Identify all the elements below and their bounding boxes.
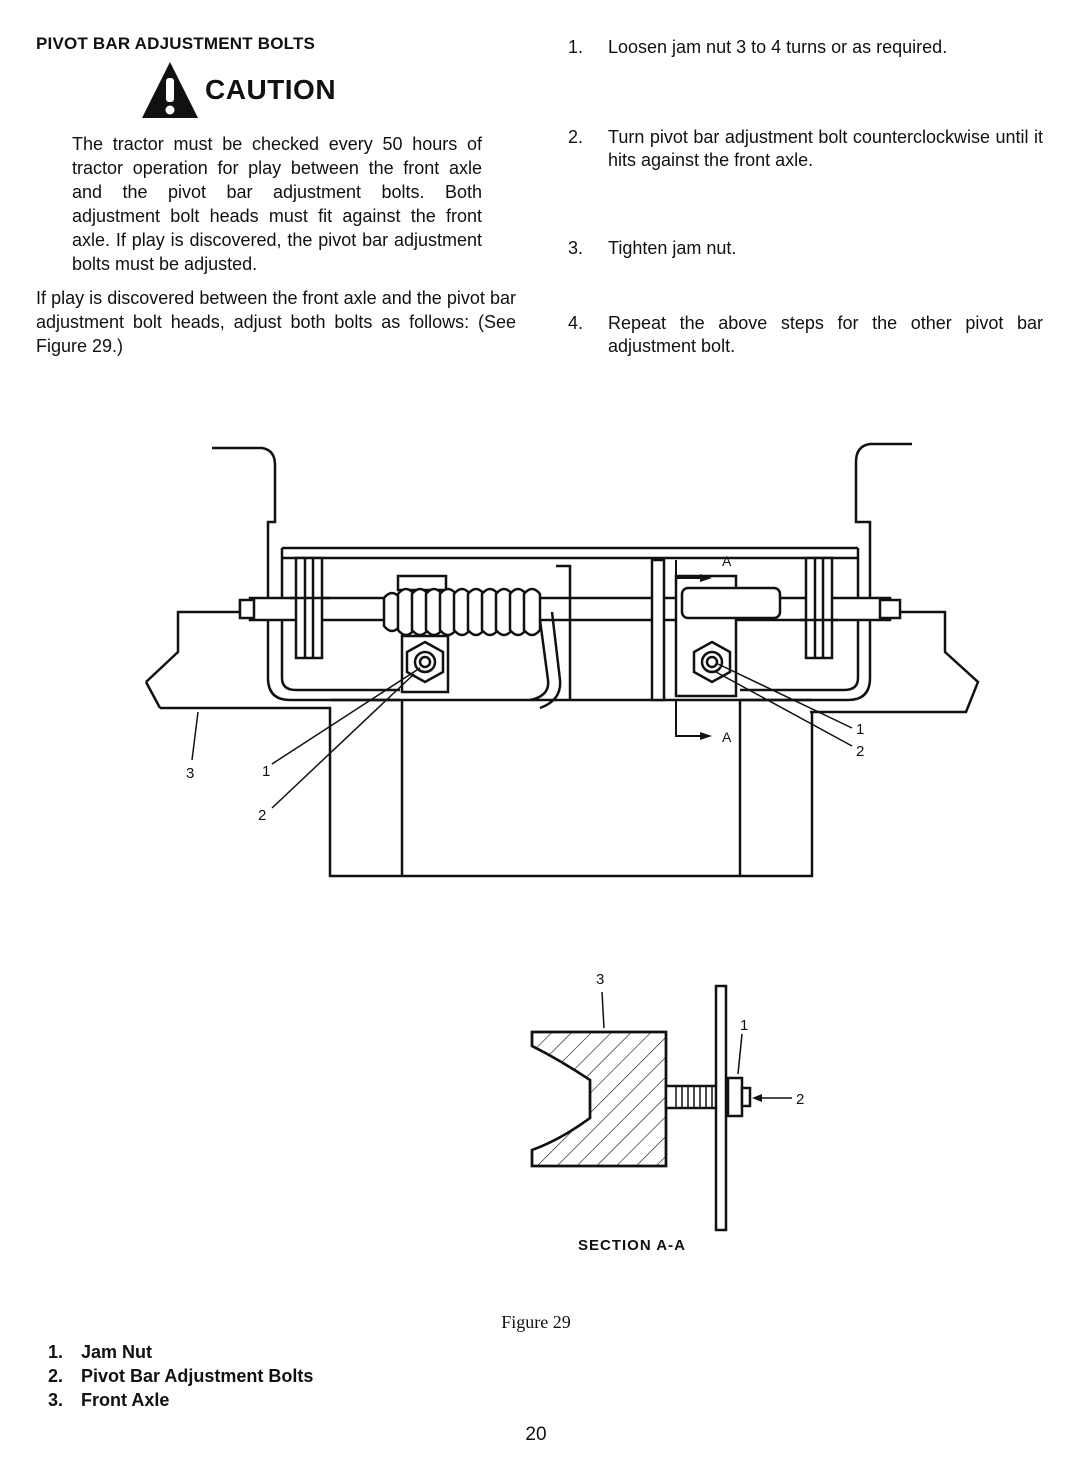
- section-title: PIVOT BAR ADJUSTMENT BOLTS: [36, 34, 316, 53]
- warning-triangle-icon: [142, 62, 198, 118]
- section-marker-top: A: [722, 553, 732, 569]
- callout-3: 3: [186, 765, 194, 782]
- legend-item: 2. Pivot Bar Adjustment Bolts: [48, 1364, 313, 1388]
- legend-label: Front Axle: [81, 1390, 170, 1410]
- caution-label: CAUTION: [205, 74, 337, 105]
- legend-item: 3. Front Axle: [48, 1388, 313, 1412]
- section-a-a-detail: 3 1 2 SECTION A-A: [530, 971, 804, 1254]
- section-label: SECTION A-A: [578, 1237, 686, 1254]
- callout-2: 2: [258, 807, 266, 824]
- frame-right: [740, 442, 912, 702]
- section-marker-bottom: A: [722, 729, 732, 745]
- callout-1-right: 1: [856, 721, 864, 738]
- intro-paragraph: If play is discovered between the front …: [36, 288, 516, 356]
- callout-1: 1: [262, 763, 270, 780]
- section-callout-3: 3: [596, 971, 604, 988]
- figure-caption: Figure 29: [501, 1312, 571, 1332]
- legend-item: 1. Jam Nut: [48, 1340, 313, 1364]
- step-text: Tighten jam nut.: [608, 238, 737, 258]
- step-number: 4.: [568, 313, 584, 333]
- frame-left: [212, 446, 400, 702]
- legend-number: 2.: [48, 1366, 64, 1386]
- section-callout-2: 2: [796, 1091, 804, 1108]
- front-axle: [145, 600, 980, 878]
- step-number: 1.: [568, 37, 584, 57]
- figure-29-illustration: A A 3 1 2 1 2 3 1 2 SECTION A-A: [144, 442, 980, 1254]
- step-text: Repeat the above steps for the other piv…: [608, 313, 1043, 356]
- step-4: 4. Repeat the above steps for the other …: [568, 312, 1048, 362]
- step-number: 3.: [568, 238, 584, 258]
- legend-number: 1.: [48, 1342, 64, 1362]
- legend-label: Pivot Bar Adjustment Bolts: [81, 1366, 314, 1386]
- legend-label: Jam Nut: [81, 1342, 153, 1362]
- callout-2-right: 2: [856, 743, 864, 760]
- step-text: Loosen jam nut 3 to 4 turns or as requir…: [608, 37, 948, 57]
- page-number: 20: [525, 1424, 547, 1445]
- step-text: Turn pivot bar adjustment bolt countercl…: [608, 127, 1043, 170]
- step-3: 3. Tighten jam nut.: [568, 237, 1048, 267]
- step-1: 1. Loosen jam nut 3 to 4 turns or as req…: [568, 36, 1048, 66]
- figure-legend: 1. Jam Nut 2. Pivot Bar Adjustment Bolts…: [48, 1340, 313, 1412]
- step-number: 2.: [568, 127, 584, 147]
- section-callout-1: 1: [740, 1017, 748, 1034]
- step-2: 2. Turn pivot bar adjustment bolt counte…: [568, 126, 1048, 176]
- legend-number: 3.: [48, 1390, 64, 1410]
- caution-text: The tractor must be checked every 50 hou…: [72, 134, 482, 274]
- spring-coil: [382, 587, 542, 637]
